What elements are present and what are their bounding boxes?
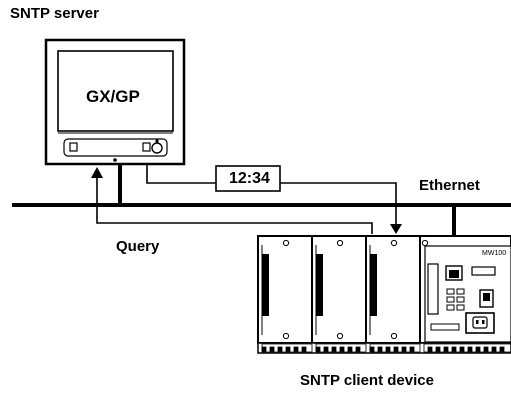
time-message-box — [215, 165, 281, 192]
client-title: SNTP client device — [300, 372, 434, 389]
query-path — [96, 176, 373, 234]
query-label: Query — [116, 238, 160, 255]
arrow-up-icon — [91, 167, 103, 178]
client-model-label: MW100 — [482, 250, 507, 257]
client-device-icon — [257, 235, 511, 354]
recorder-icon — [44, 38, 186, 166]
time-message-label: 12:34 — [229, 170, 270, 187]
recorder-label: GX/GP — [86, 87, 140, 106]
ethernet-label: Ethernet — [419, 177, 480, 194]
server-title: SNTP server — [10, 5, 99, 22]
arrow-down-icon — [390, 224, 402, 234]
